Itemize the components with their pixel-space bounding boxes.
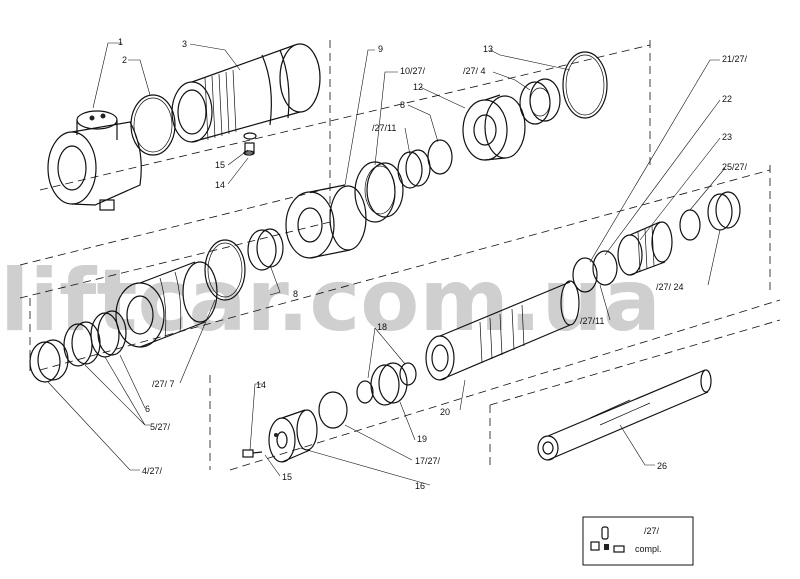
label-14-lower: 14 — [256, 380, 266, 390]
part-16-bottom-cap — [268, 409, 318, 463]
label-20: 20 — [440, 407, 450, 417]
watermark: liftcar.com.ua — [0, 251, 661, 351]
label-9: 9 — [378, 44, 383, 54]
part-17-27-ring — [318, 391, 348, 429]
label-16: 16 — [415, 481, 425, 491]
label-18: 18 — [377, 322, 387, 332]
label-21-27: 21/27/ — [722, 54, 748, 64]
part-27-7-seal — [204, 239, 246, 301]
part-27-11-seal-lower — [572, 250, 618, 293]
piston-body-grooved — [115, 261, 218, 348]
part-23-piston-head — [617, 221, 673, 276]
label-3: 3 — [182, 39, 187, 49]
part-14-15-screw-lower — [242, 449, 263, 458]
repair-kit-box: /27/ compl. — [582, 516, 694, 566]
label-25-27: 25/27/ — [722, 162, 748, 172]
label-13: 13 — [483, 44, 493, 54]
part-8-ring-middle — [247, 228, 284, 271]
part-13-snap-ring — [562, 51, 608, 119]
part-19-bearing — [356, 362, 417, 406]
part-12-gland — [462, 94, 526, 161]
label-2: 2 — [122, 55, 127, 65]
label-5-27: 5/27/ — [150, 422, 171, 432]
label-23: 23 — [722, 132, 732, 142]
label-27-4: /27/ 4 — [463, 66, 486, 76]
label-26: 26 — [657, 461, 667, 471]
label-6: 6 — [145, 404, 150, 414]
label-8-middle: 8 — [293, 289, 298, 299]
label-15-lower: 15 — [282, 472, 292, 482]
part-labels: 1 2 3 15 14 9 10/27/ 13 /27/ 4 12 8 /27/… — [118, 37, 748, 491]
kit-compl: compl. — [635, 544, 662, 554]
label-8-upper: 8 — [400, 100, 405, 110]
label-27-11-upper: /27/11 — [372, 123, 396, 133]
label-17-27: 17/27/ — [415, 456, 441, 466]
label-14-upper: 14 — [215, 180, 225, 190]
part-10-27-ring — [354, 161, 404, 223]
part-4-27-ring — [29, 339, 69, 383]
label-27-11-lower: /27/11 — [580, 316, 604, 326]
leader-lines — [47, 42, 726, 486]
label-15-upper: 15 — [215, 160, 225, 170]
part-3-barrel — [171, 43, 321, 143]
label-27-7: /27/ 7 — [152, 379, 175, 389]
label-27-24: /27/ 24 — [656, 282, 684, 292]
label-1: 1 — [118, 37, 123, 47]
part-25-27-rings — [679, 191, 741, 241]
part-9-piston — [285, 184, 367, 259]
label-10-27: 10/27/ — [400, 66, 426, 76]
label-19: 19 — [417, 434, 427, 444]
part-27-11-seal-upper — [397, 149, 431, 189]
part-26-plunger — [537, 369, 712, 461]
label-22: 22 — [722, 94, 732, 104]
part-20-inner-rod — [425, 280, 580, 381]
label-12: 12 — [413, 82, 423, 92]
part-8-ring-upper — [427, 139, 453, 175]
part-27-4-ring — [519, 78, 561, 125]
label-4-27: 4/27/ — [142, 466, 163, 476]
part-1-cylinder-head — [47, 110, 142, 211]
part-2-snap-ring — [130, 94, 176, 156]
kit-code: /27/ — [644, 526, 660, 536]
